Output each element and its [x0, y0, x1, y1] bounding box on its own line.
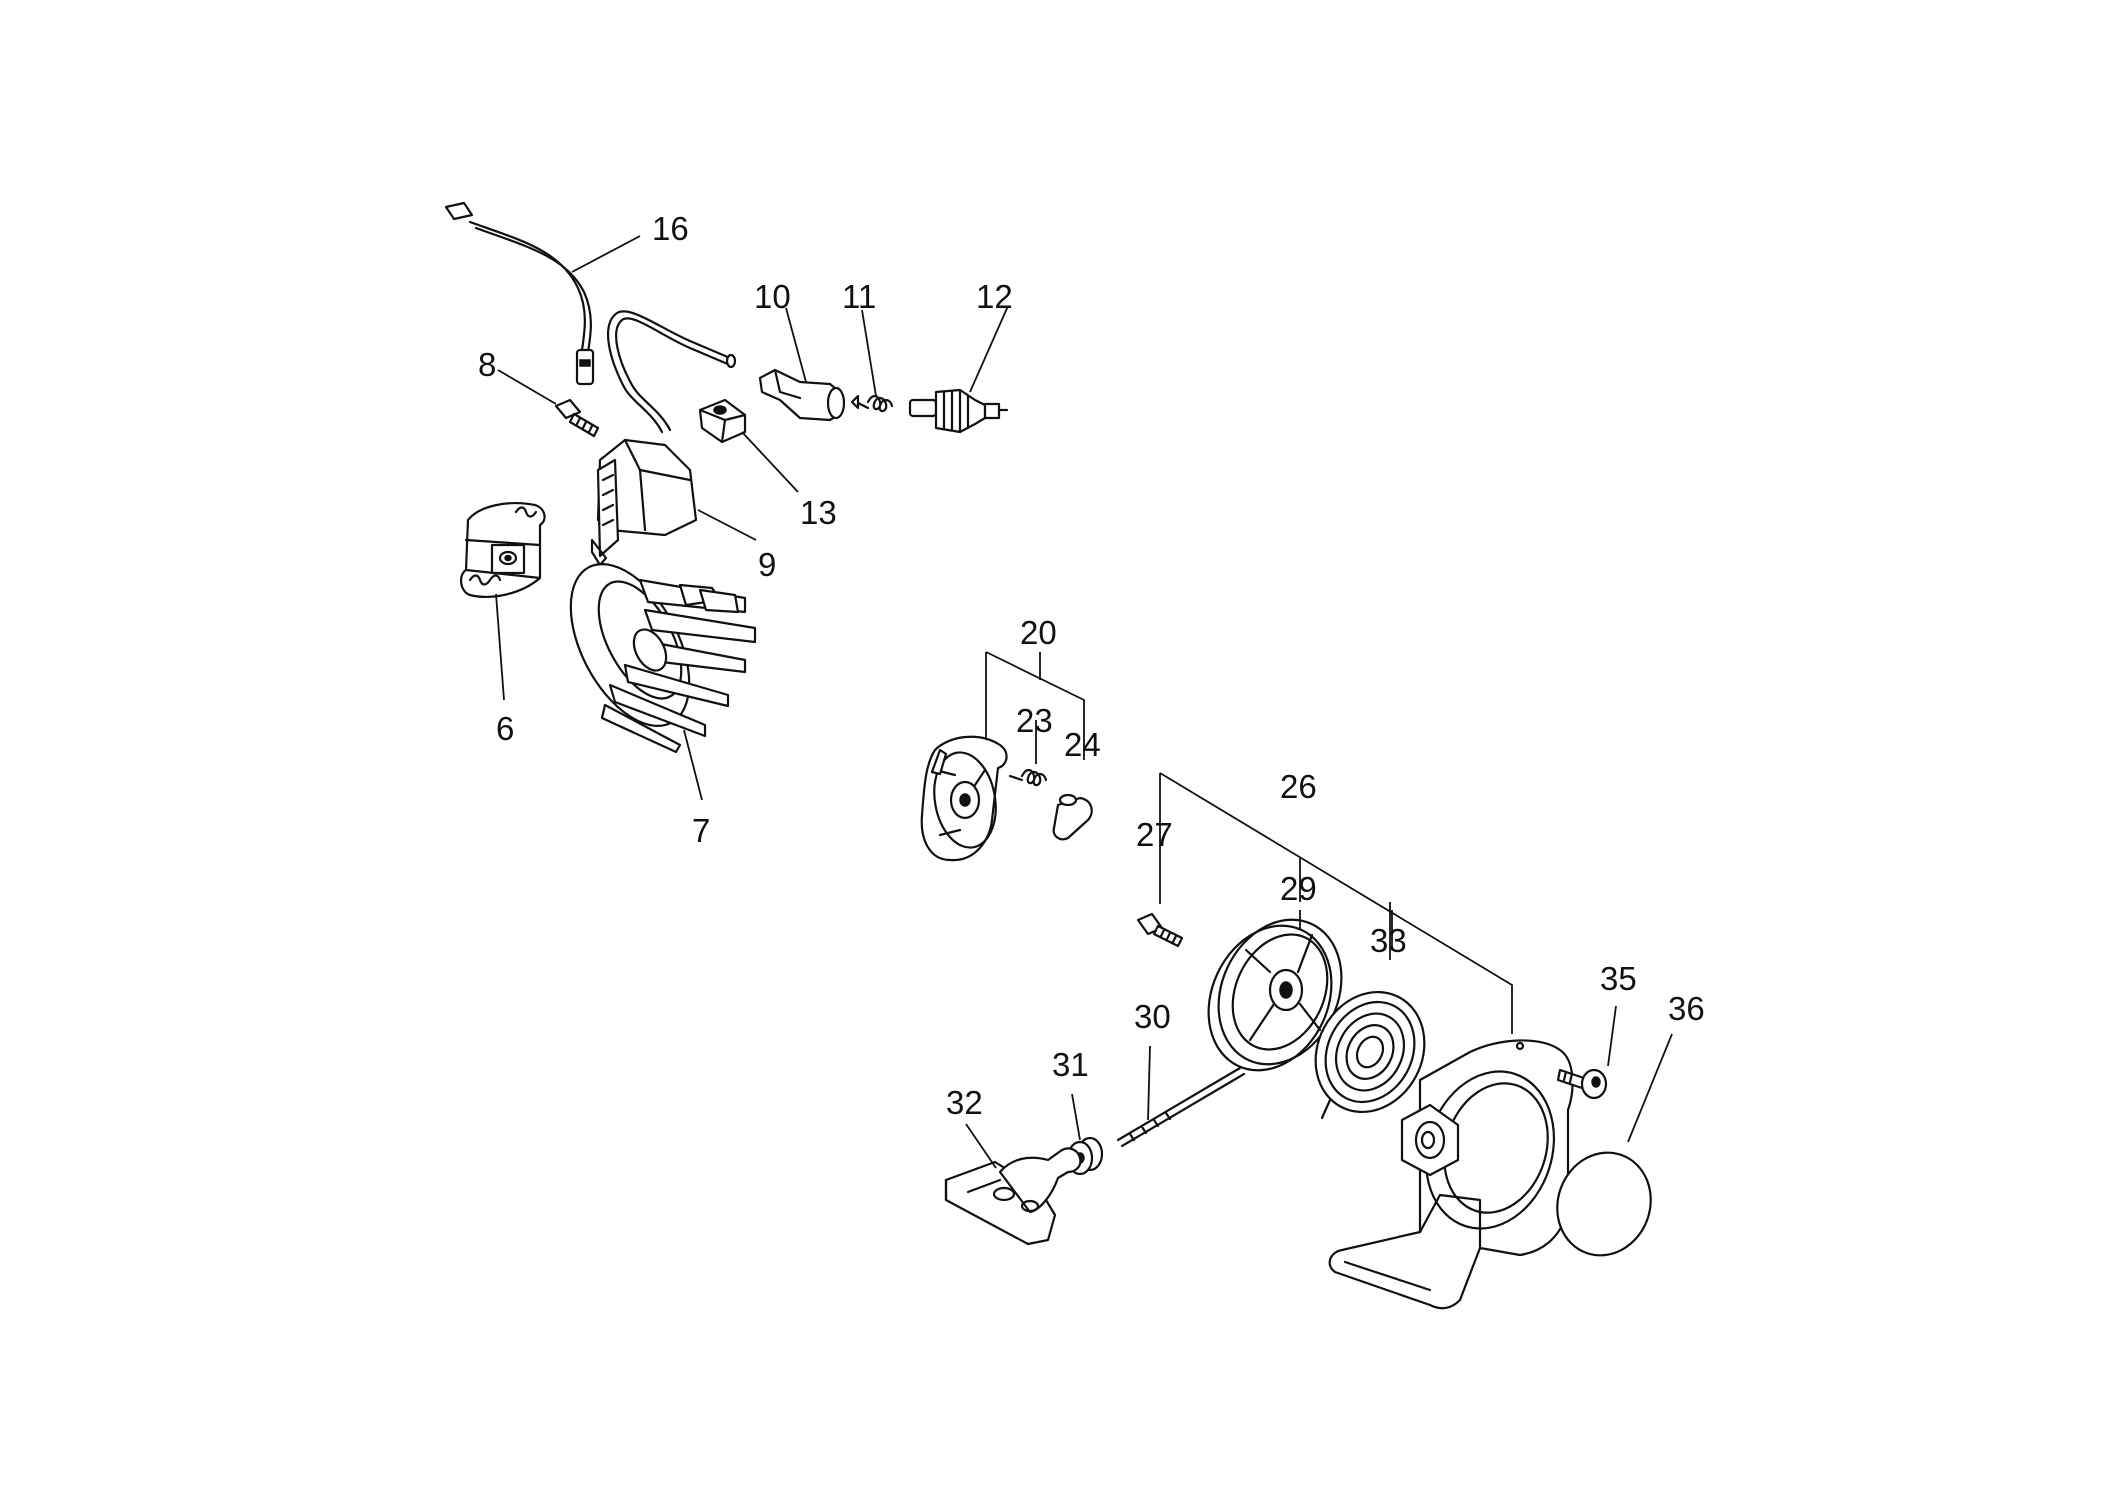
spring-icon: [1008, 768, 1048, 787]
pawl-icon: [1052, 793, 1093, 841]
callout-6: 6: [496, 710, 514, 747]
stop-wire-icon: [444, 201, 595, 386]
flywheel-icon: [569, 562, 757, 754]
callout-labels: 16 10 11 12 8 13 9 6 7 20 23 24 26 27 29…: [478, 210, 1705, 1121]
ignition-coil-icon: [590, 310, 737, 567]
callout-11: 11: [842, 278, 876, 315]
callout-7: 7: [692, 812, 710, 849]
callout-33: 33: [1370, 922, 1407, 959]
callout-26: 26: [1280, 768, 1317, 805]
ratchet-assembly-icon: [920, 735, 1008, 862]
rope-reel-icon: [1207, 918, 1343, 1072]
screw-icon: [1136, 912, 1184, 948]
starter-handle-icon: [944, 1147, 1082, 1246]
spring-icon: [850, 394, 894, 413]
callout-20: 20: [1020, 614, 1057, 651]
plug-cap-icon: [758, 368, 846, 422]
starter-rope-icon: [1116, 1066, 1246, 1148]
callout-27: 27: [1136, 816, 1173, 853]
callout-12: 12: [976, 278, 1013, 315]
screw-icon: [554, 398, 600, 438]
clutch-shoe-icon: [460, 502, 546, 598]
recoil-spring-icon: [1314, 990, 1426, 1120]
callout-23: 23: [1016, 702, 1053, 739]
name-plate-icon: [1556, 1151, 1652, 1257]
starter-assembly-icon: [1328, 1039, 1574, 1310]
callout-10: 10: [754, 278, 791, 315]
callout-13: 13: [800, 494, 837, 531]
callout-24: 24: [1064, 726, 1101, 763]
leader-lines: [495, 235, 1673, 1169]
callout-30: 30: [1134, 998, 1171, 1035]
clamp-icon: [698, 398, 747, 444]
callout-16: 16: [652, 210, 689, 247]
callout-36: 36: [1668, 990, 1705, 1027]
spark-plug-icon: [908, 388, 1009, 434]
screw-icon: [1556, 1068, 1608, 1100]
callout-29: 29: [1280, 870, 1317, 907]
callout-31: 31: [1052, 1046, 1089, 1083]
callout-35: 35: [1600, 960, 1637, 997]
callout-8: 8: [478, 346, 496, 383]
callout-32: 32: [946, 1084, 983, 1121]
callout-9: 9: [758, 546, 776, 583]
